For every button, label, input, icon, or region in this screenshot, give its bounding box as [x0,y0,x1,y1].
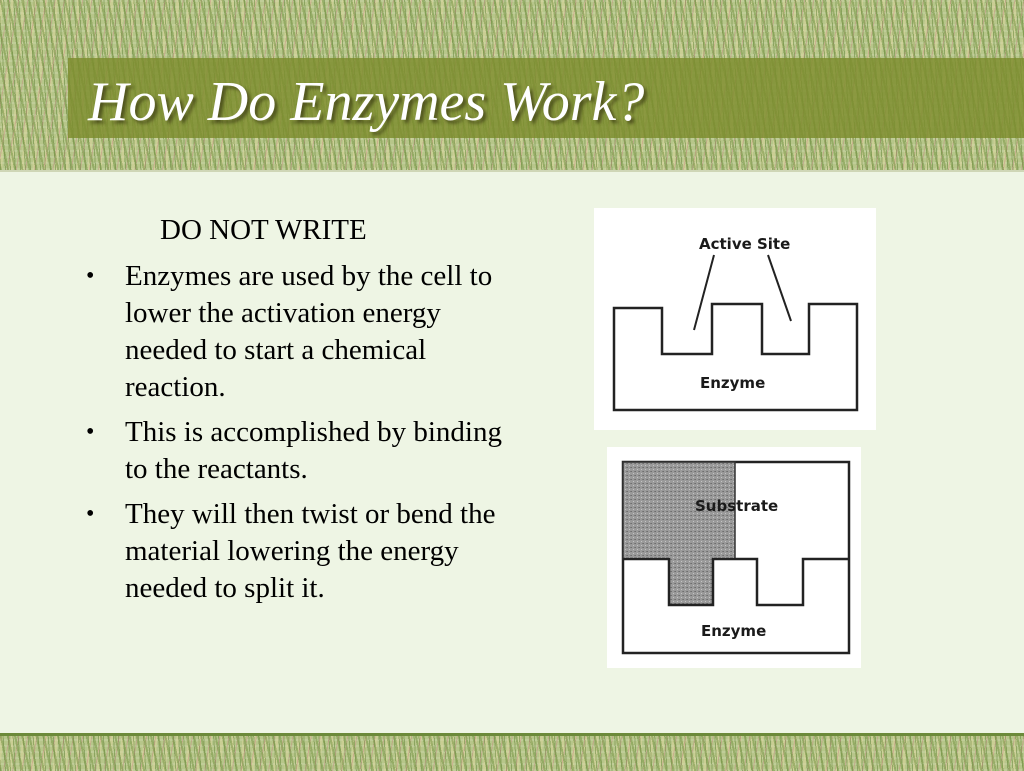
enzyme-active-site-figure: Active Site Enzyme [594,208,876,430]
bullet-icon: • [86,263,95,289]
grass-footer-background [0,733,1024,771]
bullet-item: • Enzymes are used by the cell to lower … [84,258,524,406]
bullet-text: Enzymes are used by the cell to lower th… [125,260,493,403]
enzyme-label: Enzyme [700,374,765,392]
title-band [68,58,1024,138]
bullet-list: • Enzymes are used by the cell to lower … [84,258,524,615]
bullet-text: This is accomplished by binding to the r… [125,416,502,485]
enzyme-active-site-diagram: Active Site Enzyme [612,235,859,412]
enzyme-outline [623,557,849,607]
bullet-item: • This is accomplished by binding to the… [84,414,524,488]
active-site-label: Active Site [699,235,790,253]
pointer-line-right [767,254,792,322]
slide-title: How Do Enzymes Work? [88,71,645,133]
substrate-shape [622,461,736,606]
substrate-label: Substrate [695,497,778,515]
bullet-item: • They will then twist or bend the mater… [84,496,524,607]
bullet-icon: • [86,501,95,527]
bullet-icon: • [86,419,95,445]
do-not-write-note: DO NOT WRITE [160,214,367,246]
enzyme-label: Enzyme [701,622,766,640]
enzyme-substrate-figure: Substrate Enzyme [607,447,861,668]
bullet-text: They will then twist or bend the materia… [125,498,496,604]
enzyme-substrate-diagram: Substrate Enzyme [621,460,851,655]
enzyme-shape [612,302,859,412]
pointer-line-left [693,254,715,331]
